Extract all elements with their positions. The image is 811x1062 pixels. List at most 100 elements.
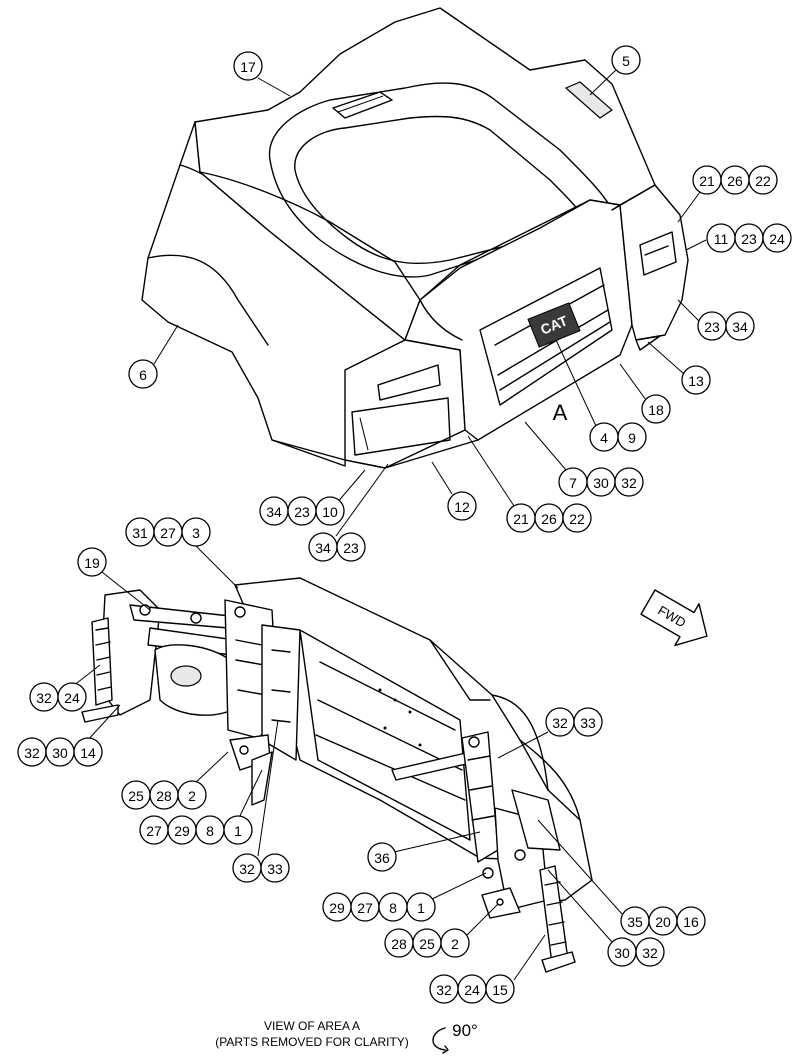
callout-bubble: 3	[181, 517, 211, 547]
callout-bubble: 36	[367, 842, 397, 872]
callout-bubble: 15	[485, 974, 515, 1004]
callout-number: 32	[24, 745, 40, 761]
leader-line	[677, 299, 701, 323]
callout-bubble: 4	[589, 422, 619, 452]
callout-bubble: 32	[545, 707, 575, 737]
callout-bubble: 24	[57, 682, 87, 712]
callout-c34-23: 34 23	[308, 532, 366, 562]
callout-number: 26	[727, 173, 743, 189]
callout-c30-32: 30 32	[607, 937, 665, 967]
leader-line	[537, 819, 623, 915]
callout-number: 25	[419, 936, 435, 952]
area-a-detail	[81, 577, 593, 973]
callout-bubble: 10	[315, 496, 345, 526]
callout-bubble: 30	[607, 937, 637, 967]
callout-number: 2	[451, 936, 459, 952]
callout-bubble: 1	[406, 892, 436, 922]
callout-bubble: 23	[697, 311, 727, 341]
callout-bubble: 23	[287, 496, 317, 526]
callout-number: 17	[240, 59, 256, 75]
callout-number: 8	[389, 900, 397, 916]
callout-number: 24	[64, 690, 80, 706]
leader-line	[547, 869, 613, 943]
callout-c32-33-left: 32 33	[232, 853, 290, 883]
leader-line	[589, 69, 617, 96]
callout-number: 6	[139, 367, 147, 383]
leader-line	[685, 239, 707, 251]
callout-number: 27	[357, 900, 373, 916]
callout-c19: 19	[77, 547, 107, 577]
leader-line	[513, 934, 546, 981]
callout-number: 28	[391, 936, 407, 952]
leader-line	[497, 731, 549, 759]
callout-number: 10	[322, 504, 338, 520]
leader-line	[467, 435, 515, 507]
leader-line	[85, 704, 121, 743]
callout-number: 11	[714, 231, 729, 247]
callout-bubble: 11	[706, 223, 736, 253]
callout-number: 9	[628, 430, 636, 446]
callout-number: 18	[648, 402, 664, 418]
callout-number: 27	[146, 823, 162, 839]
callout-number: 30	[593, 475, 609, 491]
callout-number: 24	[769, 231, 785, 247]
callout-number: 19	[84, 555, 100, 571]
left-hinge-mechanism	[81, 589, 301, 806]
callout-number: 22	[569, 511, 585, 527]
callout-bubble: 21	[692, 165, 722, 195]
callout-bubble: 23	[734, 223, 764, 253]
callout-number: 23	[741, 231, 757, 247]
callout-number: 29	[329, 900, 345, 916]
callout-number: 21	[699, 173, 715, 189]
callout-bubble: 2	[440, 928, 470, 958]
callout-number: 30	[52, 745, 68, 761]
callout-bubble: 34	[259, 496, 289, 526]
callout-bubble: 26	[720, 165, 750, 195]
rivets	[378, 688, 422, 747]
callout-number: 32	[642, 945, 658, 961]
callout-bubble: 33	[260, 853, 290, 883]
callout-c6: 6	[128, 359, 158, 389]
leader-line	[237, 769, 263, 821]
callout-bubble: 26	[534, 503, 564, 533]
callout-bubble: 22	[748, 165, 778, 195]
callout-bubble: 7	[558, 467, 588, 497]
callout-bubble: 8	[195, 815, 225, 845]
callout-number: 24	[464, 982, 480, 998]
callout-bubble: 2	[177, 780, 207, 810]
callout-number: 22	[755, 173, 771, 189]
right-hinge-mechanism	[391, 731, 576, 973]
callout-bubble: 23	[336, 532, 366, 562]
callout-bubble: 21	[506, 503, 536, 533]
leader-line	[619, 363, 647, 401]
callout-bubble: 31	[125, 517, 155, 547]
callout-bubble: 32	[429, 974, 459, 1004]
callout-bubble: 35	[620, 906, 650, 936]
callout-bubble: 29	[167, 815, 197, 845]
callout-number: 2	[188, 788, 196, 804]
callout-bubble: 27	[153, 517, 183, 547]
leader-line	[193, 543, 239, 589]
callout-number: 7	[569, 475, 577, 491]
rear-vent	[564, 81, 613, 119]
callout-number: 34	[732, 319, 748, 335]
leader-line	[101, 571, 151, 611]
callout-bubble: 6	[128, 359, 158, 389]
callout-bubble: 30	[586, 467, 616, 497]
callout-bubble: 18	[641, 394, 671, 424]
callout-bubble: 27	[139, 815, 169, 845]
callout-bubble: 28	[149, 780, 179, 810]
callout-bubble: 34	[308, 532, 338, 562]
callout-number: 23	[343, 540, 359, 556]
callout-number: 16	[683, 914, 699, 930]
caption-line-2: (PARTS REMOVED FOR CLARITY)	[215, 1035, 409, 1049]
right-side-panel	[611, 184, 689, 341]
callout-number: 32	[239, 861, 255, 877]
leader-line	[431, 461, 453, 495]
